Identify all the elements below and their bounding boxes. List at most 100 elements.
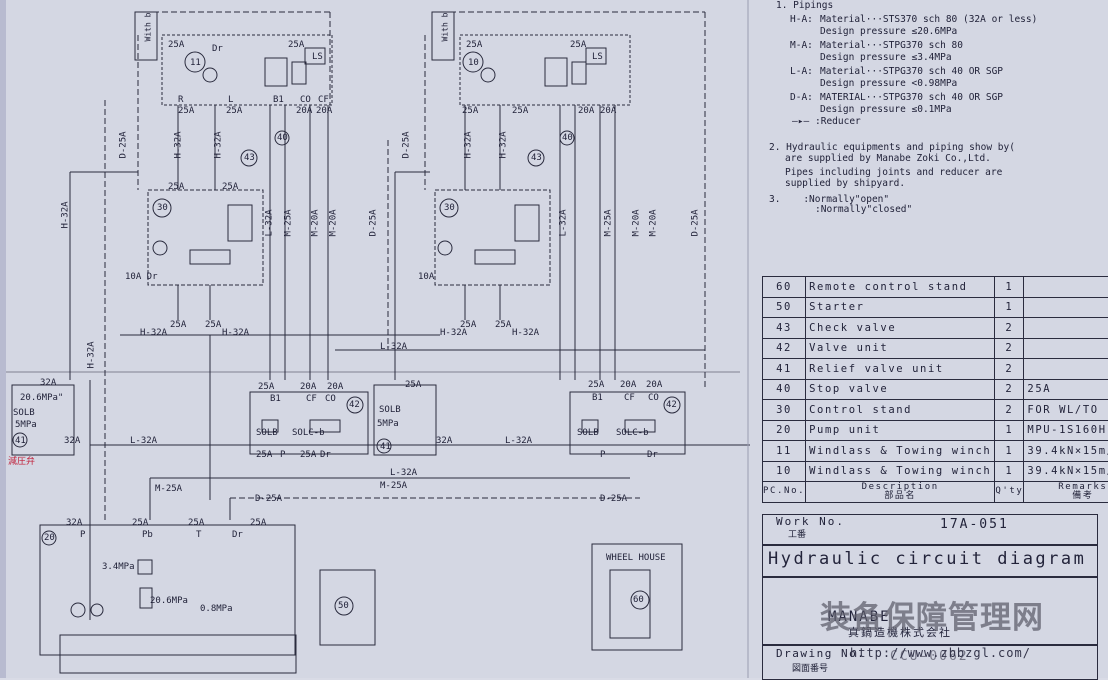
label-b1: B1 <box>592 393 603 403</box>
label-m25: M-25A <box>284 209 294 236</box>
unit-50-label: 50 <box>338 601 349 611</box>
label-25a: 25A <box>250 518 266 528</box>
label-dr: Dr <box>212 44 223 54</box>
parts-no: 30 <box>763 400 806 421</box>
label-p: P <box>80 530 85 540</box>
note2-line1: 2. Hydraulic equipments and piping show … <box>769 142 1015 153</box>
unit-40-label: 40 <box>562 133 573 143</box>
label-b1: B1 <box>273 95 284 105</box>
label-pb: Pb <box>142 530 153 540</box>
label-20a: 20A <box>316 106 332 116</box>
drawing-title: Hydraulic circuit diagram <box>768 549 1086 569</box>
piping-d-code: D-A: <box>790 92 813 103</box>
label-m20: M-20A <box>632 209 642 236</box>
label-25a: 25A <box>205 320 221 330</box>
label-co: CO <box>325 394 336 404</box>
label-l32: L-32A <box>390 468 417 478</box>
parts-desc: Valve unit <box>806 338 995 359</box>
parts-desc: Remote control stand <box>806 277 995 298</box>
reducer-symbol-icon: —▸— <box>792 116 809 127</box>
note2-line4: supplied by shipyard. <box>785 178 905 189</box>
label-l32: L-32A <box>130 436 157 446</box>
label-10a: 10A <box>418 272 434 282</box>
parts-qty: 1 <box>995 441 1024 462</box>
piping-h-code: H-A: <box>790 14 813 25</box>
parts-desc: Windlass & Towing winch <box>806 441 995 462</box>
parts-remarks <box>1024 338 1108 359</box>
label-25a: 25A <box>300 450 316 460</box>
label-32a: 32A <box>64 436 80 446</box>
unit-11-label: 11 <box>190 58 201 68</box>
label-m20: M-20A <box>311 209 321 236</box>
watermark-text: 装备保障管理网 <box>820 592 1044 637</box>
unit-40-label: 40 <box>277 133 288 143</box>
label-25a: 25A <box>588 380 604 390</box>
parts-remarks <box>1024 359 1108 380</box>
label-p: P <box>280 450 285 460</box>
label-t: T <box>196 530 201 540</box>
label-25a: 25A <box>466 40 482 50</box>
parts-qty: 1 <box>995 297 1024 318</box>
parts-remarks: 39.4kN×15m/min <box>1024 441 1108 462</box>
label-3-4mpa: 3.4MPa <box>102 562 135 572</box>
label-m20: M-20A <box>649 209 659 236</box>
work-no-value: 17A-051 <box>940 520 1009 530</box>
label-d25: D-25A <box>369 209 379 236</box>
label-solb: SOLB <box>577 428 599 438</box>
label-co: CO <box>300 95 311 105</box>
label-25a: 25A <box>405 380 421 390</box>
parts-no: 11 <box>763 441 806 462</box>
label-r: R <box>178 95 183 105</box>
piping-l-pressure: Design pressure <0.98MPa <box>820 78 957 89</box>
label-h32: H-32A <box>61 201 71 228</box>
piping-h-pressure: Design pressure ≤20.6MPa <box>820 26 957 37</box>
label-h32: H-32A <box>140 328 167 338</box>
unit-10-label: 10 <box>468 58 479 68</box>
piping-m-material: Material···STPG370 sch 80 <box>820 40 963 51</box>
drawing-no-jp: 図面番号 <box>792 664 828 674</box>
label-25a: 25A <box>226 106 242 116</box>
label-ls: LS <box>592 52 603 62</box>
parts-no: 50 <box>763 297 806 318</box>
work-no-label: Work No. <box>776 517 845 527</box>
label-20a: 20A <box>578 106 594 116</box>
label-m25: M-25A <box>604 209 614 236</box>
label-h32: H-32A <box>222 328 249 338</box>
label-with-b: With b <box>143 13 153 42</box>
label-l32: L-32A <box>505 436 532 446</box>
wheel-house-label: WHEEL HOUSE <box>606 553 666 563</box>
parts-desc: Windlass & Towing winch <box>806 461 995 482</box>
label-m25: M-25A <box>380 481 407 491</box>
parts-remarks <box>1024 318 1108 339</box>
label-h32: H-32A <box>499 131 509 158</box>
parts-qty: 2 <box>995 400 1024 421</box>
label-d25: D-25A <box>119 131 129 158</box>
parts-header-text: 備考 <box>1027 492 1108 501</box>
parts-header-text: Q'ty <box>995 487 1023 496</box>
label-25a: 25A <box>170 320 186 330</box>
label-d25: D-25A <box>691 209 701 236</box>
parts-header-cell: PC.No. <box>763 482 806 503</box>
red-annotation-left: 減圧弁 <box>8 457 35 467</box>
parts-qty: 1 <box>995 277 1024 298</box>
unit-30-label: 30 <box>157 203 168 213</box>
label-h32: H-32A <box>440 328 467 338</box>
parts-desc: Stop valve <box>806 379 995 400</box>
label-p: P <box>600 450 605 460</box>
parts-no: 10 <box>763 461 806 482</box>
parts-qty: 2 <box>995 379 1024 400</box>
label-d25: D-25A <box>255 494 282 504</box>
label-25a: 25A <box>132 518 148 528</box>
unit-41-label: 41 <box>380 442 391 452</box>
label-25a: 25A <box>168 40 184 50</box>
label-20-6mpa: 20.6MPa <box>150 596 188 606</box>
parts-qty: 2 <box>995 338 1024 359</box>
label-25a: 25A <box>495 320 511 330</box>
label-h32: H-32A <box>512 328 539 338</box>
